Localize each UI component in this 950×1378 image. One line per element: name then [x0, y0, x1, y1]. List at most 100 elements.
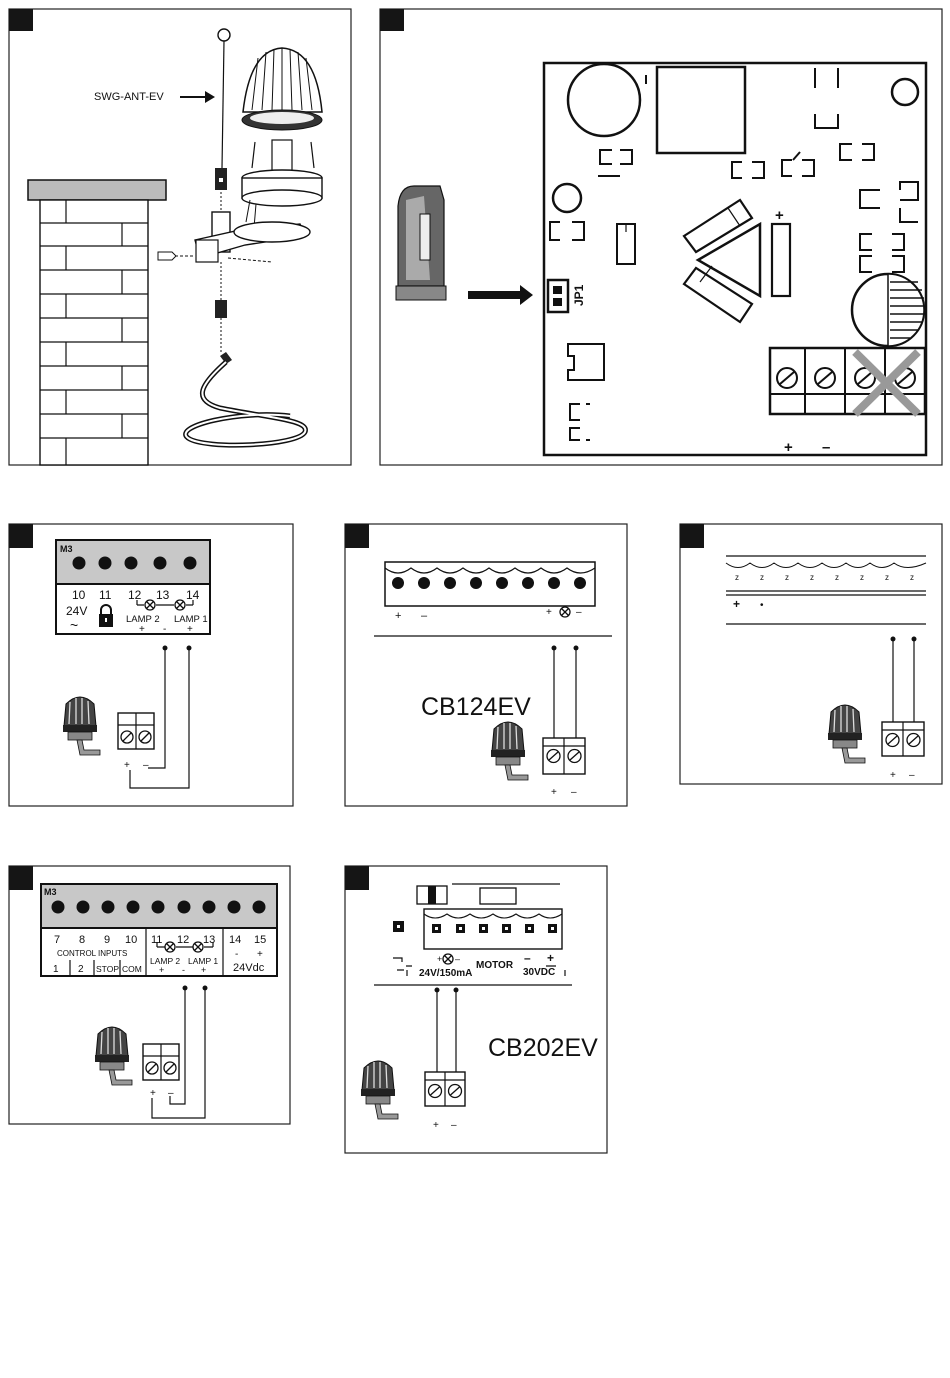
polarity-minus: - [182, 965, 185, 975]
lamp-minus: – [909, 770, 915, 781]
antenna-label: SWG-ANT-EV [94, 91, 164, 103]
polarity-plus: + [139, 624, 145, 635]
terminal-number: 13 [156, 588, 170, 602]
lamp-plus: + [890, 770, 896, 781]
panel-3-wiring-24v: M3 10 11 12 13 14 24V ~ LAMP 2 LAMP 1 + … [9, 524, 293, 806]
polarity-plus: + [546, 607, 552, 618]
motor-plus: + [547, 951, 554, 965]
lamp-symbol [175, 600, 185, 610]
terminal-number: 8 [79, 934, 85, 946]
panel-1-number-tag [9, 9, 33, 31]
terminal-number: 12 [177, 934, 189, 946]
panel-6-number-tag [9, 866, 33, 890]
terminal-screw [102, 901, 115, 914]
supply-voltage: 24V [66, 604, 87, 618]
panel-5-number-tag [680, 524, 704, 548]
polarity-plus: + [395, 610, 401, 622]
lamp-symbol [145, 600, 155, 610]
svg-text:z: z [810, 573, 814, 582]
terminal-screw [127, 901, 140, 914]
polarity-minus: – [455, 954, 460, 964]
ac-symbol: ~ [70, 617, 78, 633]
polarity-plus: + [201, 965, 206, 975]
input-label: STOP [96, 964, 119, 974]
brick-wall [28, 180, 166, 465]
m3-label: M3 [60, 544, 73, 554]
terminal-screw [470, 577, 482, 589]
motor-minus: – [524, 951, 531, 965]
cb124ev-terminal-strip [385, 562, 595, 606]
terminal-number: 7 [54, 934, 60, 946]
dc-minus: - [235, 949, 238, 960]
polarity-plus: + [437, 954, 442, 964]
lamp-symbol [443, 954, 453, 964]
lamp-symbol [560, 607, 570, 617]
input-label: 1 [53, 964, 59, 975]
terminal-number: 14 [229, 934, 241, 946]
terminal-screw [184, 557, 197, 570]
dc-plus: + [257, 949, 263, 960]
panel-4-number-tag [345, 524, 369, 548]
panel-3-number-tag [9, 524, 33, 548]
panel-7-number-tag [345, 866, 369, 890]
terminal-screw [52, 901, 65, 914]
polarity-plus: + [187, 624, 193, 635]
svg-text:z: z [910, 573, 914, 582]
terminal-screw [152, 901, 165, 914]
panel-6-wiring-24vdc: M3 7 8 9 10 11 12 13 14 15 CONTROL INPUT… [9, 866, 290, 1124]
plug-in-receiver-module [396, 186, 446, 300]
terminal-number: 12 [128, 588, 142, 602]
lamp-terminal-block [543, 738, 585, 774]
panel-1-antenna-mounting: SWG-ANT-EV [9, 9, 351, 465]
lamp-symbol [165, 942, 175, 952]
terminal-number: 14 [186, 588, 200, 602]
terminal-number: 9 [104, 934, 110, 946]
dc-supply: 24Vdc [233, 962, 265, 974]
terminal-screw [228, 901, 241, 914]
lamp-minus: – [168, 1088, 174, 1099]
terminal-screw [392, 577, 404, 589]
panel-4-wiring-cb124ev: + – + – CB124EV + – [345, 524, 627, 806]
lamp-plus: + [551, 787, 557, 798]
svg-text:z: z [760, 573, 764, 582]
input-label: COM [122, 964, 142, 974]
terminal-screw [125, 557, 138, 570]
polarity-minus: – [576, 607, 582, 618]
jumper-label: JP1 [572, 284, 586, 306]
lamp-plus: + [150, 1088, 156, 1099]
lamp-2-label: LAMP 2 [150, 956, 180, 966]
terminal-screw [203, 901, 216, 914]
lamp-minus: – [451, 1120, 457, 1131]
panel-7-wiring-cb202ev: + – 24V/150mA MOTOR – + 30VDC CB202EV + … [345, 866, 607, 1153]
panel-2-number-tag [380, 9, 404, 31]
board-polarity-plus: + [784, 439, 793, 456]
lamp-rating: 24V/150mA [419, 968, 472, 979]
svg-text:z: z [785, 573, 789, 582]
board-terminal-block [770, 348, 925, 414]
polarity-minus: - [163, 624, 166, 635]
polarity-plus: + [159, 965, 164, 975]
lamp-terminal-block [143, 1044, 179, 1080]
panel-2-receiver-board: + JP1 [380, 9, 942, 465]
control-inputs-label: CONTROL INPUTS [57, 949, 127, 958]
svg-text:z: z [835, 573, 839, 582]
lamp-terminal-block [882, 722, 924, 756]
board-name: CB202EV [488, 1034, 598, 1062]
terminal-number: 10 [125, 934, 137, 946]
lamp-minus: – [571, 787, 577, 798]
motor-voltage: 30VDC [523, 967, 555, 978]
board-polarity-plus-top: + [775, 207, 784, 224]
m3-label: M3 [44, 887, 57, 897]
terminal-screw [178, 901, 191, 914]
terminal-screw [253, 901, 266, 914]
lamp-plus: + [124, 760, 130, 771]
terminal-screw [418, 577, 430, 589]
pcb-dot: • [760, 600, 764, 611]
board-polarity-minus: – [822, 439, 830, 456]
terminal-screw [496, 577, 508, 589]
input-label: 2 [78, 964, 84, 975]
board-name: CB124EV [421, 693, 531, 721]
terminal-screw [574, 577, 586, 589]
svg-text:z: z [735, 573, 739, 582]
